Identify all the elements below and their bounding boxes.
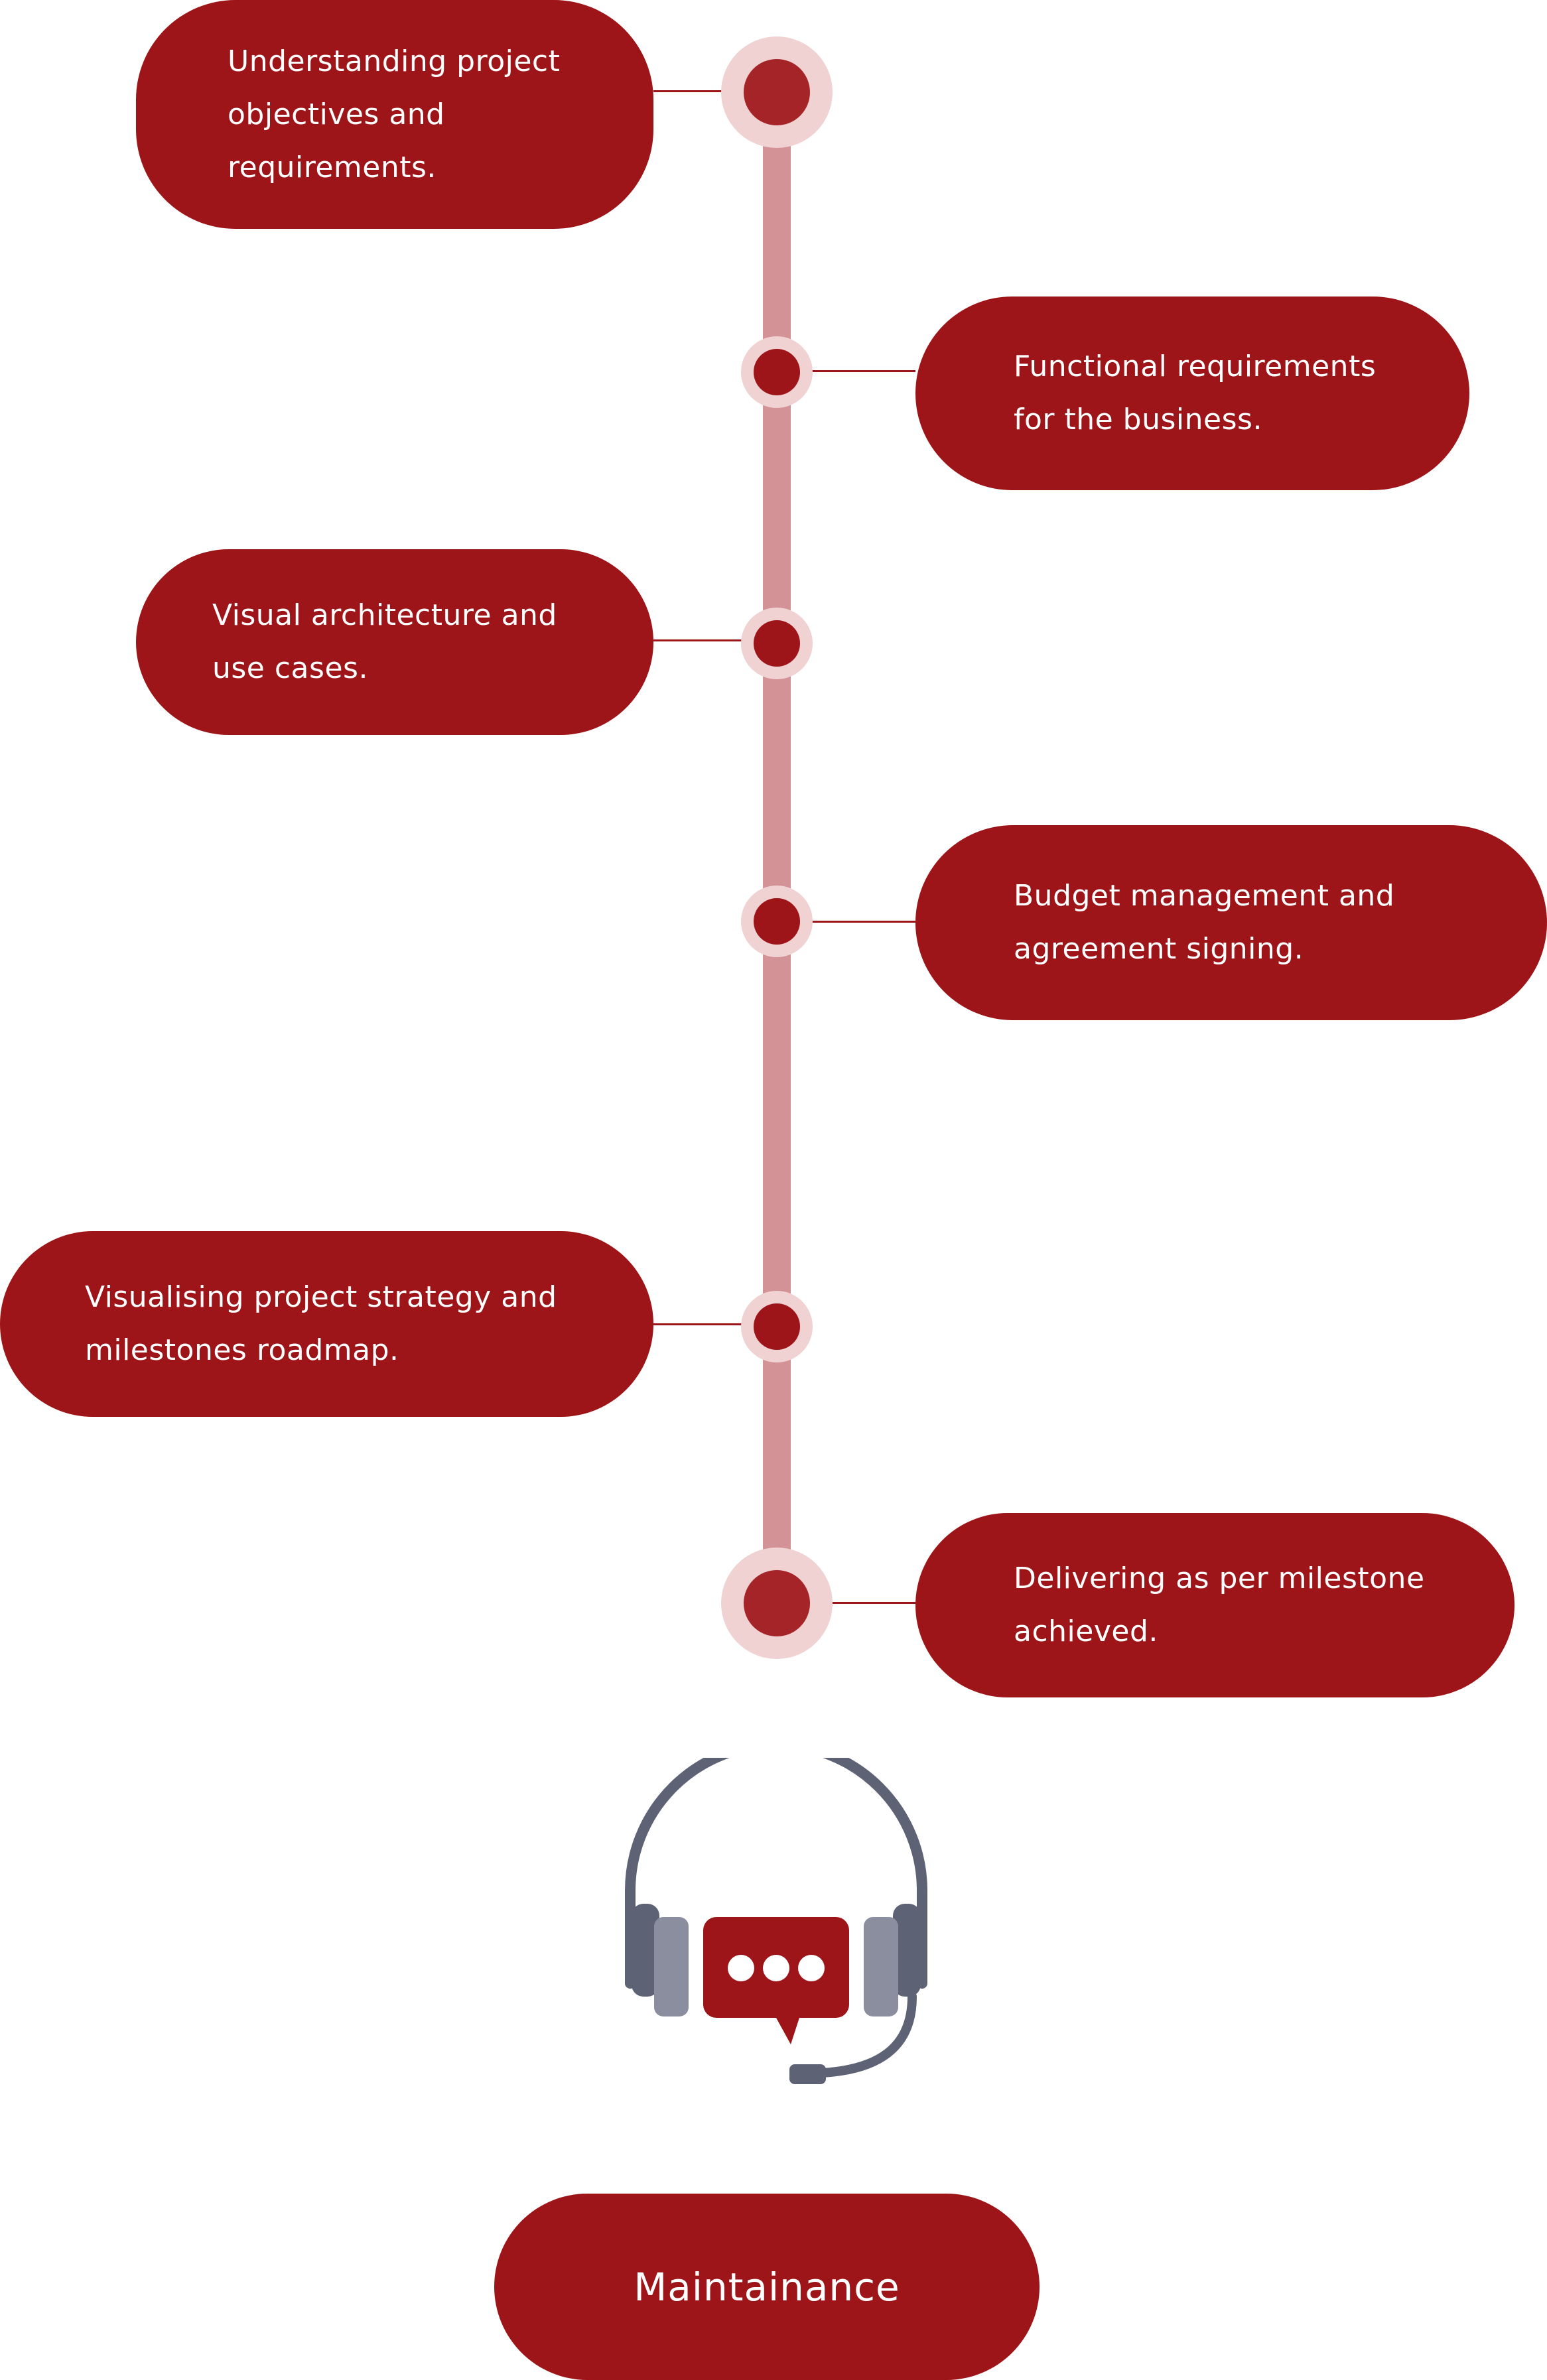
timeline-node-3 xyxy=(741,608,813,679)
step-text-3: Visual architecture and use cases. xyxy=(212,598,557,685)
timeline-node-2 xyxy=(741,336,813,408)
step-text-1: Understanding project objectives and req… xyxy=(228,44,561,184)
timeline-node-1 xyxy=(721,36,833,148)
step-card-3: Visual architecture and use cases. xyxy=(136,549,653,735)
timeline-node-6 xyxy=(721,1548,833,1659)
step-text-4: Budget management and agreement signing. xyxy=(1014,879,1395,966)
connector-6 xyxy=(779,1602,915,1604)
step-card-2: Functional requirements for the business… xyxy=(915,297,1469,490)
timeline-node-4 xyxy=(741,886,813,957)
connector-1 xyxy=(653,90,773,92)
timeline-spine xyxy=(763,93,791,1605)
maintenance-stage: Maintainance xyxy=(494,2194,1040,2380)
timeline-node-5 xyxy=(741,1291,813,1362)
step-text-6: Delivering as per milestone achieved. xyxy=(1014,1561,1425,1648)
maintenance-label: Maintainance xyxy=(634,2264,900,2310)
step-text-2: Functional requirements for the business… xyxy=(1014,350,1377,436)
step-card-4: Budget management and agreement signing. xyxy=(915,825,1547,1020)
step-card-6: Delivering as per milestone achieved. xyxy=(915,1513,1514,1697)
headset-support-icon xyxy=(610,1739,942,2103)
connector-5 xyxy=(653,1323,776,1325)
step-card-5: Visualising project strategy and milesto… xyxy=(0,1231,653,1417)
connector-2 xyxy=(779,370,915,372)
connector-4 xyxy=(779,921,915,923)
connector-3 xyxy=(653,639,776,641)
step-text-5: Visualising project strategy and milesto… xyxy=(85,1280,557,1367)
step-card-1: Understanding project objectives and req… xyxy=(136,0,653,229)
